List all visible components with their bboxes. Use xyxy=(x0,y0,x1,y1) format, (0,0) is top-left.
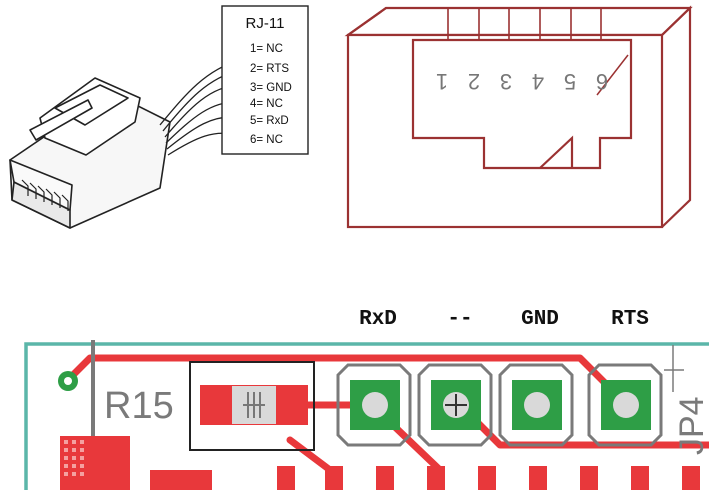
socket-pin-3: 3 xyxy=(500,69,512,94)
smd-pad-row xyxy=(277,466,700,490)
header-label-rxd: RxD xyxy=(359,308,397,331)
jumper-label: JP4 xyxy=(673,396,709,455)
rj11-pin-5: 5= RxD xyxy=(250,115,289,127)
pcb-header-labels: RxD -- GND RTS xyxy=(359,308,649,331)
header-label-gnd: GND xyxy=(521,308,559,331)
resistor-r15 xyxy=(200,385,308,425)
rj11-pin-4: 4= NC xyxy=(250,98,283,110)
socket-pin-6: 6 xyxy=(596,69,608,94)
socket-pin-1: 1 xyxy=(436,69,448,94)
header-label-rts: RTS xyxy=(611,308,649,331)
socket-pin-5: 5 xyxy=(564,69,576,94)
rj11-pin-3: 3= GND xyxy=(250,82,292,94)
resistor-label: R15 xyxy=(104,385,174,427)
socket-pin-numbers: 1 2 3 4 5 6 xyxy=(436,69,608,94)
rj11-socket-outline xyxy=(344,5,693,229)
header-pads xyxy=(350,380,651,430)
header-label-nc: -- xyxy=(447,308,472,331)
socket-pin-2: 2 xyxy=(468,69,480,94)
rj11-pin-2: 2= RTS xyxy=(250,63,289,75)
socket-pin-4: 4 xyxy=(532,69,544,94)
rj11-plug-drawing xyxy=(9,59,241,229)
rj11-pin-6: 6= NC xyxy=(250,134,283,146)
board-edge xyxy=(24,342,709,490)
rj11-pin-legend: RJ-11 1= NC 2= RTS 3= GND 4= NC 5= RxD 6… xyxy=(221,5,309,155)
rj11-pin-1: 1= NC xyxy=(250,43,283,55)
pcb-layout: R15 JP4 xyxy=(24,340,709,490)
left-component xyxy=(60,436,212,490)
rj11-title: RJ-11 xyxy=(246,15,285,32)
